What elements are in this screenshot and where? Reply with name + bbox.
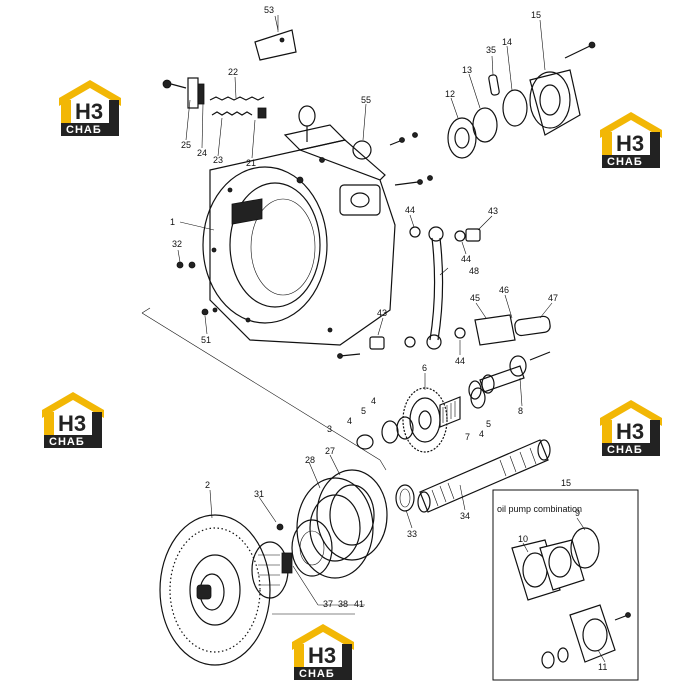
label-44c: 44: [455, 356, 465, 366]
label-24: 24: [197, 148, 207, 158]
inset-oil-pump-combination: 15 oil pump combination 9 10 11: [492, 478, 639, 681]
label-12: 12: [445, 89, 455, 99]
label-41: 41: [354, 599, 364, 609]
label-51: 51: [201, 335, 211, 345]
inset-label-11: 11: [598, 662, 607, 672]
inset-number: 15: [561, 478, 571, 488]
label-38: 38: [338, 599, 348, 609]
logo-h3-text: H3: [308, 643, 336, 668]
logo-roof-icon: [59, 80, 121, 106]
housing: [202, 124, 396, 346]
label-47: 47: [548, 293, 558, 303]
inset-label-10: 10: [518, 534, 528, 544]
label-22: 22: [228, 67, 238, 77]
label-27: 27: [325, 446, 335, 456]
oil-pump-assembly: [447, 41, 596, 159]
oil-tube-assembly: [337, 226, 551, 359]
label-5a: 5: [361, 406, 366, 416]
label-43a: 43: [488, 206, 498, 216]
label-8: 8: [518, 406, 523, 416]
label-44b: 44: [461, 254, 471, 264]
gear-6: [402, 387, 461, 453]
label-35: 35: [486, 45, 496, 55]
label-15: 15: [531, 10, 541, 20]
inset-label-9: 9: [575, 508, 580, 518]
label-46: 46: [499, 285, 509, 295]
watermark-logo-5: H3 CHAБ: [288, 620, 358, 682]
label-7: 7: [465, 432, 470, 442]
label-45: 45: [470, 293, 480, 303]
watermark-logo-2: H3 CHAБ: [596, 108, 666, 170]
ring-33: [395, 484, 415, 512]
part-55-plug: [352, 140, 372, 160]
watermark-logo-3: H3 CHAБ: [38, 388, 108, 450]
label-34: 34: [460, 511, 470, 521]
label-21: 21: [246, 158, 256, 168]
logo-chab-text: CHAБ: [49, 436, 85, 448]
lifting-eye: [298, 105, 316, 142]
valve-springs-group: [162, 77, 267, 119]
label-3: 3: [327, 424, 332, 434]
label-6: 6: [422, 363, 427, 373]
main-shaft-34: [417, 439, 551, 513]
part-53-bracket: [254, 15, 297, 61]
logo-h3-text: H3: [75, 99, 103, 124]
shaft-8-assembly: [468, 351, 551, 400]
label-13: 13: [462, 65, 472, 75]
logo-chab-text: CHAБ: [299, 668, 335, 680]
label-55: 55: [361, 95, 371, 105]
label-31: 31: [254, 489, 264, 499]
label-33: 33: [407, 529, 417, 539]
label-43b: 43: [377, 308, 387, 318]
part-labels: 53 15 35 14 13 12 22 55 25 24 23 21 1 32…: [170, 5, 558, 609]
leader-lines: [141, 15, 553, 615]
watermark-logo-1: H3 CHAБ: [55, 76, 125, 138]
logo-h3-text: H3: [616, 419, 644, 444]
label-25: 25: [181, 140, 191, 150]
logo-roof-icon: [600, 112, 662, 138]
logo-chab-text: CHAБ: [607, 156, 643, 168]
logo-roof-icon: [292, 624, 354, 650]
label-48: 48: [469, 266, 479, 276]
label-2: 2: [205, 480, 210, 490]
label-4b: 4: [347, 416, 352, 426]
label-32: 32: [172, 239, 182, 249]
label-28: 28: [305, 455, 315, 465]
label-4a: 4: [371, 396, 376, 406]
bearings-group: [356, 387, 486, 450]
logo-roof-icon: [600, 400, 662, 426]
bolts: [176, 132, 433, 531]
label-44a: 44: [405, 205, 415, 215]
label-53: 53: [264, 5, 274, 15]
label-37: 37: [323, 599, 333, 609]
inset-title: oil pump combination: [497, 504, 582, 514]
torque-converter-parts: [291, 469, 388, 579]
label-14: 14: [502, 37, 512, 47]
logo-chab-text: CHAБ: [66, 124, 102, 136]
label-1: 1: [170, 217, 175, 227]
logo-h3-text: H3: [616, 131, 644, 156]
label-23: 23: [213, 155, 223, 165]
label-4c: 4: [479, 429, 484, 439]
impeller-2: [159, 514, 293, 666]
logo-h3-text: H3: [58, 411, 86, 436]
logo-chab-text: CHAБ: [607, 444, 643, 456]
label-5b: 5: [486, 419, 491, 429]
watermark-logo-4: H3 CHAБ: [596, 396, 666, 458]
logo-roof-icon: [42, 392, 104, 418]
